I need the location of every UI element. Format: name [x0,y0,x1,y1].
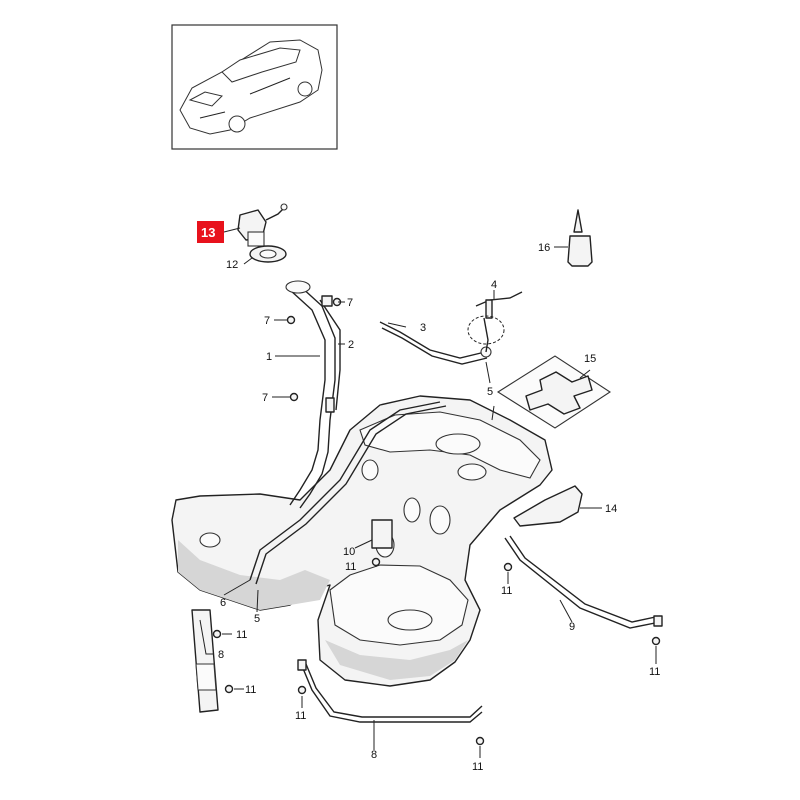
callout-8: 8 [371,749,377,761]
callout-7: 7 [262,392,268,404]
callout-5: 5 [254,613,260,625]
callout-10: 10 [343,546,355,558]
fuel-filter [567,209,593,267]
car-icon [179,39,323,135]
callout-4: 4 [491,279,497,291]
callout-7: 7 [347,297,353,309]
callout-15: 15 [584,353,596,365]
callout-14: 14 [605,503,617,515]
callout-11: 11 [649,666,660,678]
vehicle-thumbnail [171,24,338,150]
callout-3: 3 [420,322,426,334]
callout-11: 11 [501,585,512,597]
callout-16: 16 [538,242,550,254]
callout-11: 11 [245,684,256,696]
fuel-cap [237,203,288,247]
callout-8: 8 [218,649,224,661]
callout-6: 6 [220,597,226,609]
callout-11: 11 [295,710,306,722]
callout-11: 11 [236,629,247,641]
callout-9: 9 [569,621,575,633]
bolts [212,297,661,746]
tank-bracket [191,609,219,713]
callout-7: 7 [264,315,270,327]
filler-cap-ring [249,245,287,263]
leader-lines [199,227,657,758]
callout-2: 2 [348,339,354,351]
fuel-tank [171,395,553,687]
tank-strap-rear [504,535,663,629]
callout-labels: 1 2 3 4 5 5 6 7 7 7 8 8 9 10 11 11 11 11… [218,242,660,773]
callout-13-highlight[interactable]: 13 [197,221,224,243]
callout-1: 1 [266,351,272,363]
callout-13: 13 [201,225,215,240]
tank-strap-front [297,659,483,723]
callout-5: 5 [487,386,493,398]
heat-shield [513,485,583,527]
callout-11: 11 [345,561,356,573]
callout-11: 11 [472,761,483,773]
filler-neck [285,280,341,509]
callout-12: 12 [226,259,238,271]
vent-line [379,291,523,365]
gasket-plate [496,355,612,429]
